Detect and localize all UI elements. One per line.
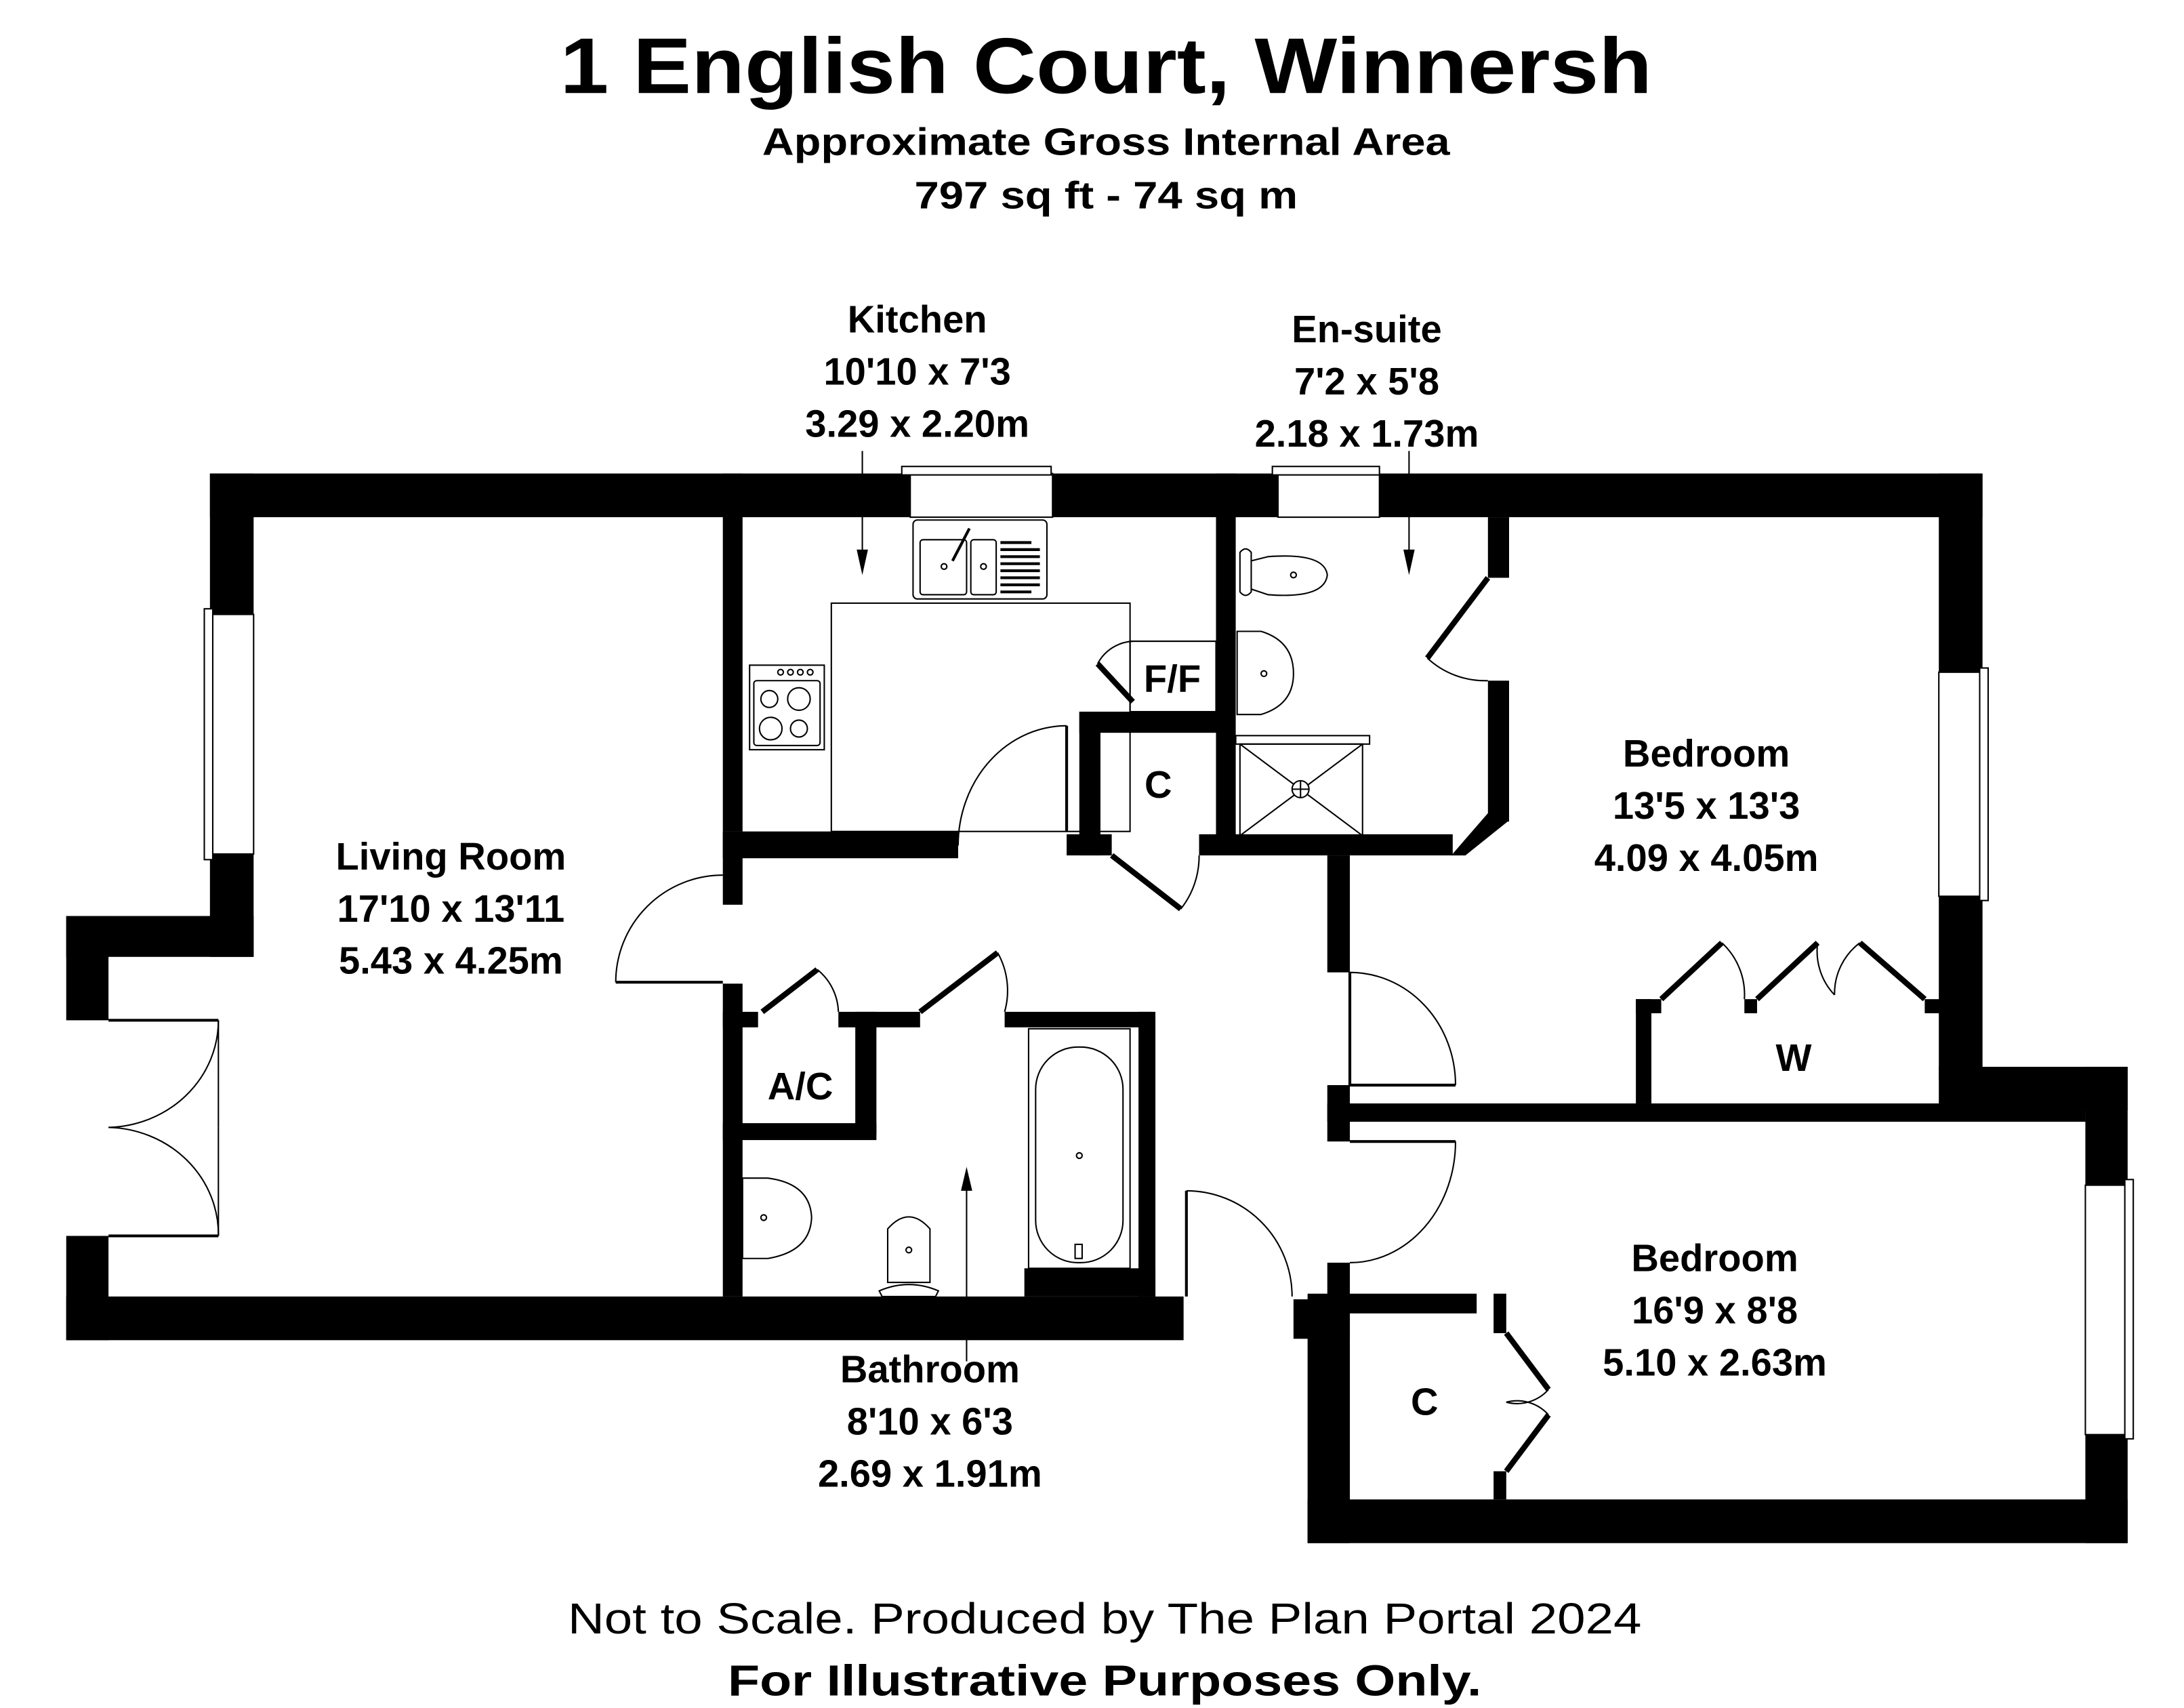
door-bedroom-2[interactable] xyxy=(1350,1140,1457,1264)
svg-text:16'9 x 8'8: 16'9 x 8'8 xyxy=(1632,1288,1798,1331)
door-hall-cupboard[interactable] xyxy=(1110,853,1200,912)
svg-text:Bathroom: Bathroom xyxy=(840,1348,1020,1391)
gross-area: 797 sq ft - 74 sq m xyxy=(915,174,1298,217)
door-ensuite[interactable] xyxy=(1425,575,1491,682)
svg-text:13'5 x 13'3: 13'5 x 13'3 xyxy=(1613,784,1800,827)
svg-text:7'2 x 5'8: 7'2 x 5'8 xyxy=(1294,360,1439,403)
bathroom-basin-icon xyxy=(741,1177,812,1259)
property-title: 1 English Court, Winnersh xyxy=(560,22,1653,110)
svg-text:Kitchen: Kitchen xyxy=(848,298,987,341)
svg-text:2.69 x 1.91m: 2.69 x 1.91m xyxy=(818,1452,1042,1495)
walls xyxy=(66,473,2128,1543)
window-bedroom-2 xyxy=(2084,1179,2135,1440)
living-room-label: Living Room 17'10 x 13'11 5.43 x 4.25m xyxy=(335,835,566,982)
kitchen-sink-icon xyxy=(912,519,1048,600)
ensuite-basin-icon xyxy=(1236,630,1294,716)
ensuite-toilet-icon xyxy=(1239,548,1328,596)
bathroom-pointer-arrow xyxy=(961,1166,972,1362)
window-living-room xyxy=(203,608,255,861)
svg-text:Bedroom: Bedroom xyxy=(1623,732,1790,775)
illustrative-notice: For Illustrative Purposes Only. xyxy=(728,1656,1481,1705)
hall-cupboard-label: C xyxy=(1145,763,1172,806)
wardrobe-doors[interactable] xyxy=(1659,940,1927,1002)
svg-text:5.43 x 4.25m: 5.43 x 4.25m xyxy=(339,939,563,982)
airing-cupboard-label: A/C xyxy=(768,1065,833,1107)
svg-text:Living Room: Living Room xyxy=(335,835,566,878)
disclaimer-text: Not to Scale. Produced by The Plan Porta… xyxy=(568,1594,1641,1643)
door-airing-cupboard[interactable] xyxy=(760,967,840,1015)
kitchen-label: Kitchen 10'10 x 7'3 3.29 x 2.20m xyxy=(805,298,1029,445)
door-fridge-freezer[interactable] xyxy=(1095,640,1135,704)
shower-tray-icon xyxy=(1235,735,1371,837)
bedroom-1-label: Bedroom 13'5 x 13'3 4.09 x 4.05m xyxy=(1594,732,1819,879)
svg-text:3.29 x 2.20m: 3.29 x 2.20m xyxy=(805,403,1029,445)
fridge-freezer-label: F/F xyxy=(1144,657,1201,700)
fridge-freezer-space xyxy=(1129,640,1217,713)
window-bedroom-1 xyxy=(1938,667,1990,901)
svg-text:Bedroom: Bedroom xyxy=(1631,1236,1798,1279)
area-subtitle: Approximate Gross Internal Area xyxy=(762,121,1451,163)
wardrobe-label: W xyxy=(1776,1036,1812,1079)
bedroom-cupboard-doors[interactable] xyxy=(1504,1331,1551,1473)
ensuite-label: En-suite 7'2 x 5'8 2.18 x 1.73m xyxy=(1255,308,1479,455)
door-bathroom[interactable] xyxy=(1184,1190,1293,1297)
svg-text:En-suite: En-suite xyxy=(1292,308,1441,350)
door-kitchen[interactable] xyxy=(957,725,1069,846)
bedroom-cupboard-label: C xyxy=(1411,1381,1439,1423)
patio-doors-living[interactable] xyxy=(108,1019,220,1238)
door-bedroom-1[interactable] xyxy=(1348,971,1457,1087)
bathroom-label: Bathroom 8'10 x 6'3 2.69 x 1.91m xyxy=(818,1348,1042,1495)
bath-icon xyxy=(1027,1028,1131,1269)
svg-text:17'10 x 13'11: 17'10 x 13'11 xyxy=(337,887,565,930)
svg-text:5.10 x 2.63m: 5.10 x 2.63m xyxy=(1603,1341,1827,1383)
door-living-room[interactable] xyxy=(615,874,723,984)
svg-text:10'10 x 7'3: 10'10 x 7'3 xyxy=(823,350,1010,393)
window-kitchen xyxy=(901,466,1054,518)
window-ensuite xyxy=(1271,466,1380,518)
bathroom-toilet-icon xyxy=(878,1216,940,1297)
svg-text:4.09 x 4.05m: 4.09 x 4.05m xyxy=(1594,836,1819,879)
door-bathroom-inner[interactable] xyxy=(918,950,1008,1015)
bedroom-2-label: Bedroom 16'9 x 8'8 5.10 x 2.63m xyxy=(1603,1236,1827,1383)
hob-icon xyxy=(749,664,825,751)
svg-text:8'10 x 6'3: 8'10 x 6'3 xyxy=(847,1400,1013,1443)
svg-text:2.18 x 1.73m: 2.18 x 1.73m xyxy=(1255,412,1479,455)
